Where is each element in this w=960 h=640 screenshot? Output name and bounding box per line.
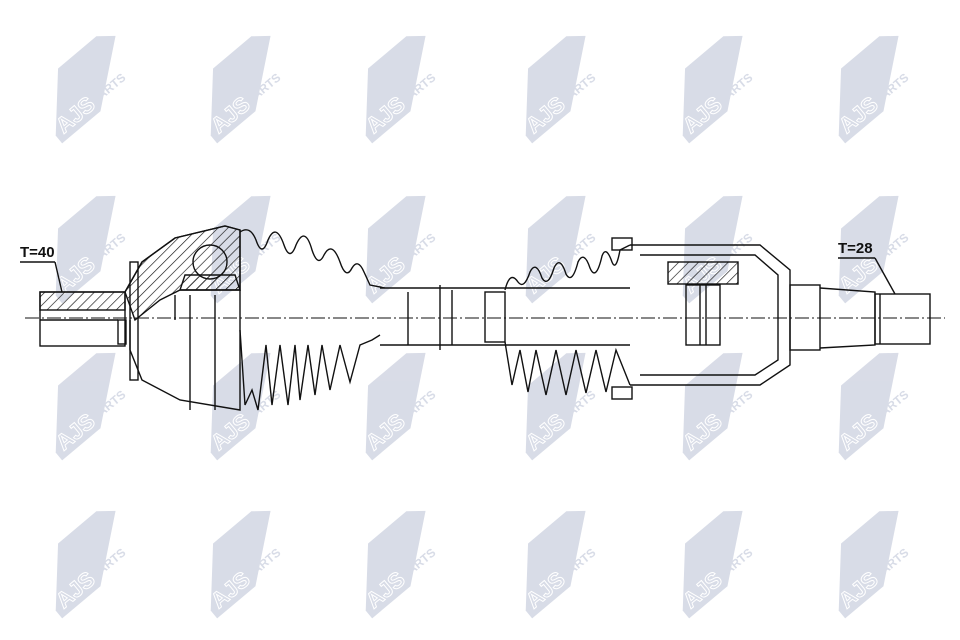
ajs-parts-watermark-logo: AJS PARTS <box>360 510 438 619</box>
inner-spline-stub <box>789 284 931 351</box>
left-teeth-label: T=40 <box>20 244 55 261</box>
inner-tripod-joint <box>630 244 791 386</box>
ajs-parts-watermark-logo: AJS PARTS <box>833 510 911 619</box>
ajs-parts-watermark-logo: AJS PARTS <box>205 510 283 619</box>
ajs-parts-watermark-logo: AJS PARTS <box>677 35 755 144</box>
ajs-parts-watermark-logo: AJS PARTS <box>50 35 128 144</box>
ajs-parts-watermark-logo: AJS PARTS <box>677 510 755 619</box>
ajs-parts-watermark-logo: AJS PARTS <box>677 352 755 461</box>
watermark-layer: AJS PARTS AJS PARTS AJS PARTS AJS PARTS … <box>50 35 911 619</box>
ajs-parts-watermark-logo: AJS PARTS <box>520 195 598 304</box>
leader-right-diag <box>874 257 896 295</box>
ajs-parts-watermark-logo: AJS PARTS <box>520 35 598 144</box>
outer-boot <box>239 229 386 411</box>
drive-shaft <box>20 225 945 411</box>
ajs-parts-watermark-logo: AJS PARTS <box>50 510 128 619</box>
ajs-parts-watermark-logo: AJS PARTS <box>360 195 438 304</box>
ajs-parts-watermark-logo: AJS PARTS <box>520 510 598 619</box>
ajs-parts-watermark-logo: AJS PARTS <box>50 352 128 461</box>
ajs-parts-watermark-logo: AJS PARTS <box>833 35 911 144</box>
ajs-parts-watermark-logo: AJS PARTS <box>833 352 911 461</box>
outer-cv-joint <box>124 225 241 411</box>
leader-left-diag <box>54 261 63 293</box>
ajs-parts-watermark-logo: AJS PARTS <box>520 352 598 461</box>
ajs-parts-watermark-logo: AJS PARTS <box>360 35 438 144</box>
ajs-parts-watermark-logo: AJS PARTS <box>205 35 283 144</box>
right-teeth-label: T=28 <box>838 240 873 257</box>
outer-spline-stub <box>39 291 127 347</box>
inner-boot <box>504 237 633 400</box>
ajs-parts-watermark-logo: AJS PARTS <box>360 352 438 461</box>
